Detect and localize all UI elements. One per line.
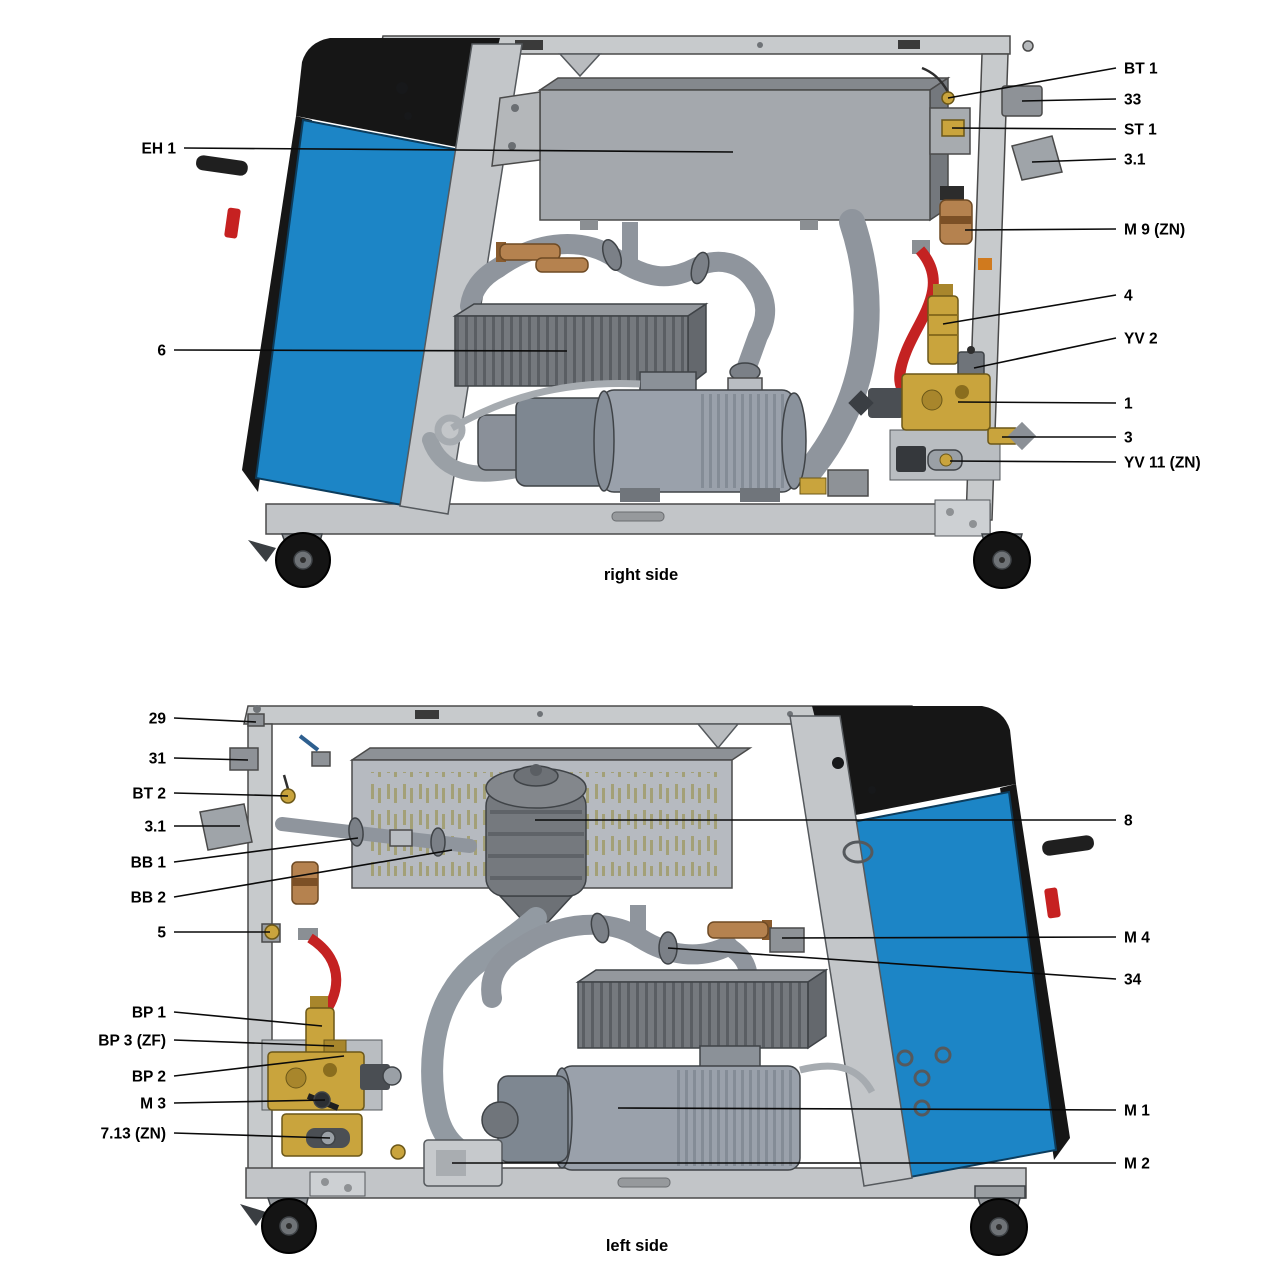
callout-line — [173, 1011, 323, 1027]
callout-label: ST 1 — [1124, 122, 1157, 139]
callout-label: BB 1 — [131, 855, 167, 872]
callout-line — [973, 337, 1117, 369]
callout-line — [173, 1039, 335, 1047]
callout-label: M 9 (ZN) — [1124, 222, 1185, 239]
callout-label: EH 1 — [142, 141, 177, 158]
caption-right-side: right side — [604, 566, 678, 584]
sensor-cluster-top-right — [921, 66, 1063, 270]
callout-line — [957, 401, 1117, 404]
callout-label: 3.1 — [1124, 152, 1146, 169]
callout-label: YV 2 — [1124, 331, 1158, 348]
brass-valve-assembly — [848, 284, 1037, 481]
heater-box — [491, 76, 951, 230]
red-hose — [894, 240, 939, 396]
callout-line — [173, 1132, 331, 1139]
caster-front-left — [240, 1197, 317, 1254]
callout-label: BP 3 (ZF) — [98, 1033, 166, 1050]
callout-label: 33 — [1124, 92, 1142, 109]
gray-slant-sheet — [789, 715, 952, 1187]
callout-label: YV 11 (ZN) — [1124, 455, 1201, 472]
callout-label: BP 2 — [132, 1069, 166, 1086]
callout-line — [667, 947, 1117, 980]
callout-line — [173, 792, 289, 797]
callout-label: 3 — [1124, 430, 1133, 447]
motor-pump — [481, 1045, 876, 1171]
callout-label: 4 — [1124, 288, 1133, 305]
door-handle — [1042, 835, 1094, 856]
brass-pump-assembly — [261, 996, 402, 1157]
callout-label: 31 — [149, 751, 167, 768]
callout-label: 5 — [157, 925, 166, 942]
callout-line — [1021, 98, 1117, 102]
door-handle — [196, 155, 248, 176]
callout-label: 29 — [149, 711, 167, 728]
heat-exchanger — [575, 968, 829, 1050]
callout-line — [949, 460, 1117, 463]
callout-label: M 3 — [140, 1096, 166, 1113]
callout-label: M 4 — [1124, 930, 1150, 947]
callout-label: M 1 — [1124, 1103, 1150, 1120]
callout-line — [942, 294, 1117, 325]
callout-line — [964, 228, 1117, 231]
callout-line — [947, 67, 1117, 99]
callout-line — [173, 837, 359, 863]
bronze-cylinders — [707, 920, 805, 953]
callout-label: BP 1 — [132, 1005, 167, 1022]
gray-slant-sheet — [396, 43, 523, 515]
callout-line — [173, 1055, 345, 1077]
callout-line — [617, 1107, 1117, 1111]
callout-line — [173, 717, 257, 723]
callout-line — [183, 147, 734, 153]
callout-label: 1 — [1124, 396, 1133, 413]
caster-rear-right — [973, 531, 1031, 589]
caster-front-left — [248, 532, 331, 588]
callout-label: 7.13 (ZN) — [101, 1126, 166, 1143]
callout-line — [781, 936, 1117, 939]
callout-label: BB 2 — [131, 890, 166, 907]
callout-line — [1031, 158, 1117, 163]
sensor-cluster-top-left — [199, 705, 477, 943]
callout-label: 34 — [1124, 972, 1142, 989]
caption-left-side: left side — [606, 1237, 668, 1255]
callout-line — [951, 127, 1117, 130]
callout-label: BT 2 — [132, 786, 166, 803]
right-side-view-illustration — [196, 35, 1063, 589]
motor-pump — [434, 371, 869, 502]
red-latch — [1044, 887, 1061, 919]
left-side-view-illustration — [199, 705, 1094, 1256]
callout-label: 3.1 — [144, 819, 166, 836]
callout-label: 6 — [157, 343, 166, 360]
filter-pot — [485, 764, 587, 923]
callout-line — [173, 349, 568, 352]
callout-label: 8 — [1124, 813, 1133, 830]
callout-layer: EH 1 6 BT 1 33 ST 1 3.1 M 9 (ZN) 4 YV 2 1 3 YV 11 (… — [98, 61, 1200, 1173]
bronze-cylinders — [496, 242, 589, 273]
callout-line — [173, 757, 249, 761]
caster-rear-right — [970, 1185, 1028, 1256]
callout-label: M 2 — [1124, 1156, 1150, 1173]
callout-line — [173, 1099, 326, 1104]
callout-label: BT 1 — [1124, 61, 1158, 78]
callout-line — [173, 849, 453, 898]
red-latch — [224, 207, 241, 239]
